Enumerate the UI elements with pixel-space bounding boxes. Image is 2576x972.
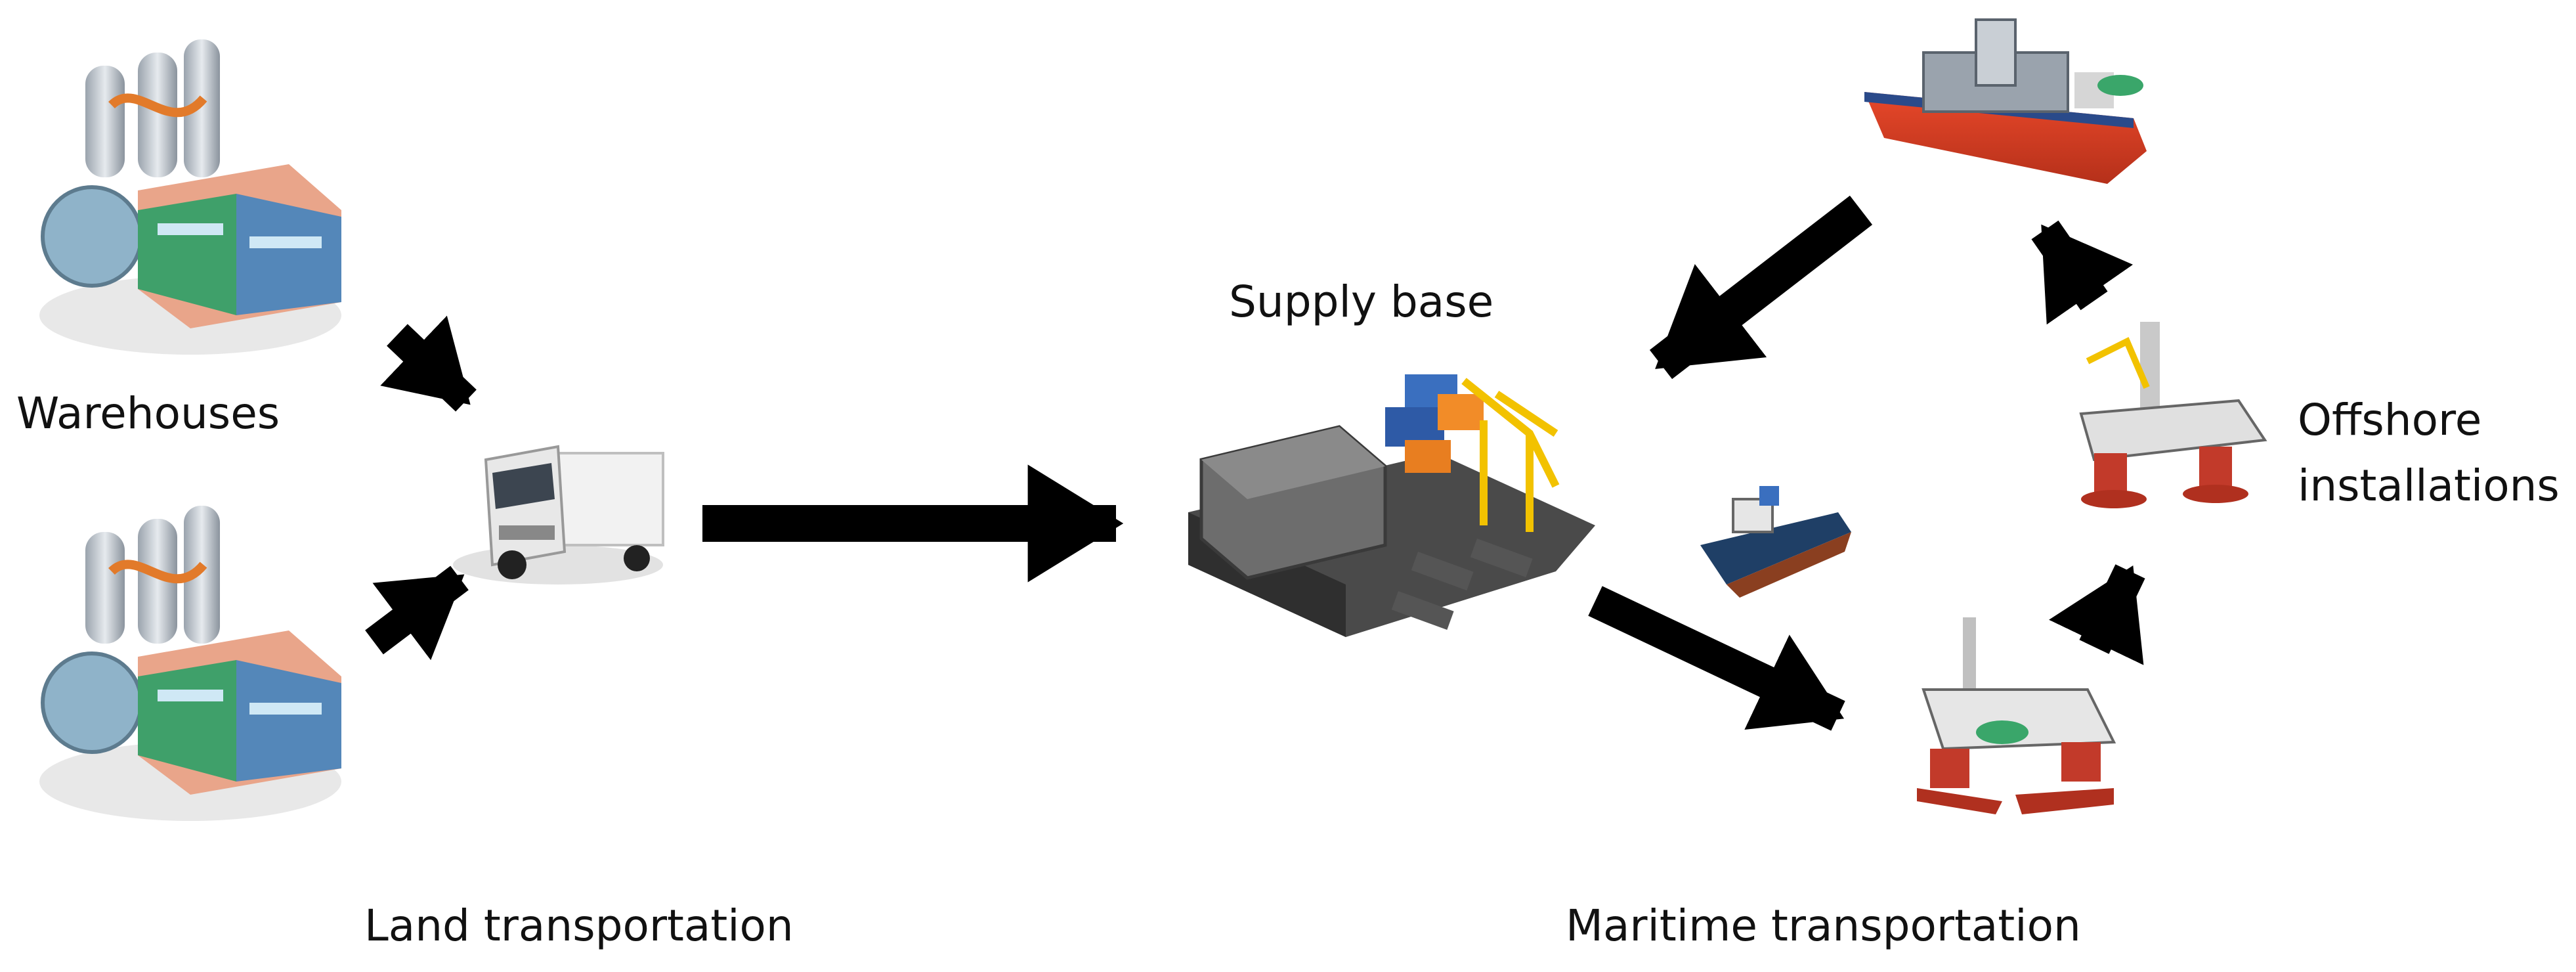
semisubmersible-rig-icon — [1917, 617, 2116, 814]
land-transportation-label: Land transportation — [364, 900, 794, 951]
warehouses-label: Warehouses — [16, 388, 280, 439]
supply-vessel-icon — [1700, 486, 1851, 598]
arrow-rig-to-platform — [2049, 564, 2145, 665]
supply-base-icon — [1188, 374, 1595, 637]
truck-icon — [453, 445, 664, 585]
warehouse-icon — [39, 506, 341, 821]
supply-base-label: Supply base — [1229, 276, 1494, 327]
drillship-icon — [1864, 18, 2147, 184]
arrow-warehouse-top-to-truck — [380, 315, 477, 412]
arrow-platform-to-drillship — [2031, 220, 2134, 325]
arrow-warehouse-bottom-to-truck — [365, 565, 469, 661]
maritime-transportation-label: Maritime transportation — [1566, 900, 2081, 951]
arrow-supply-base-to-rig — [1588, 586, 1845, 731]
offshore-platform-icon — [2079, 322, 2267, 508]
offshore-installations-label-line2: installations — [2298, 460, 2560, 511]
offshore-installations-label-line1: Offshore — [2298, 395, 2482, 445]
warehouse-icon — [39, 39, 341, 355]
arrow-drillship-to-supply-base — [1649, 195, 1873, 380]
